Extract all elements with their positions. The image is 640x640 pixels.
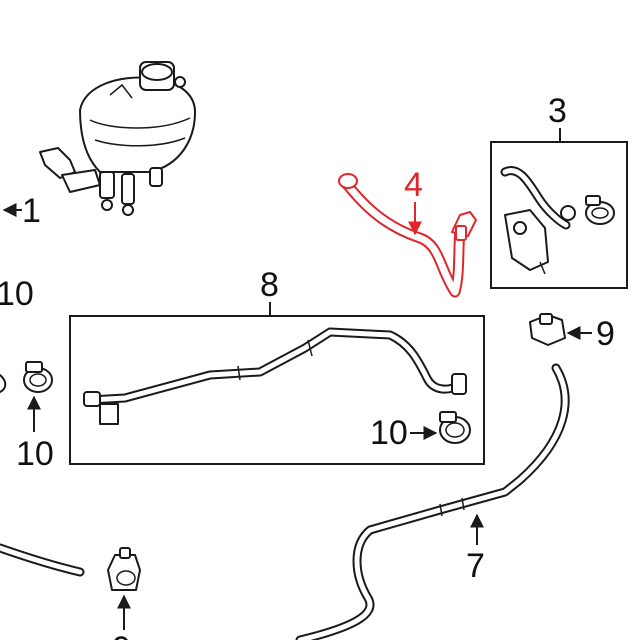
callout-10-left-top: 10 <box>0 275 34 313</box>
callout-1: 1 <box>22 192 41 230</box>
coolant-reservoir: 1 <box>2 61 196 230</box>
clip-right: 9 <box>529 313 615 353</box>
callout-10-box: 10 <box>370 414 408 452</box>
main-hose-box <box>69 315 485 465</box>
return-line: 7 <box>295 363 570 640</box>
callout-4: 4 <box>404 166 423 204</box>
callout-8: 8 <box>260 266 279 304</box>
sensor-kit-box <box>490 141 628 289</box>
hose-clamp-left: 10 <box>0 361 54 473</box>
highlighted-hose: 4 <box>338 166 478 298</box>
callout-10-left: 10 <box>16 435 54 473</box>
clip-bottom: 9 <box>107 547 141 640</box>
sensor-kit: 3 <box>490 92 628 289</box>
callout-3: 3 <box>548 92 567 130</box>
main-hose: 8 10 <box>69 266 485 465</box>
lower-left-hose <box>0 543 85 577</box>
callout-9-right: 9 <box>596 315 615 353</box>
callout-9-bottom: 9 <box>112 630 131 640</box>
callout-7: 7 <box>466 547 485 585</box>
